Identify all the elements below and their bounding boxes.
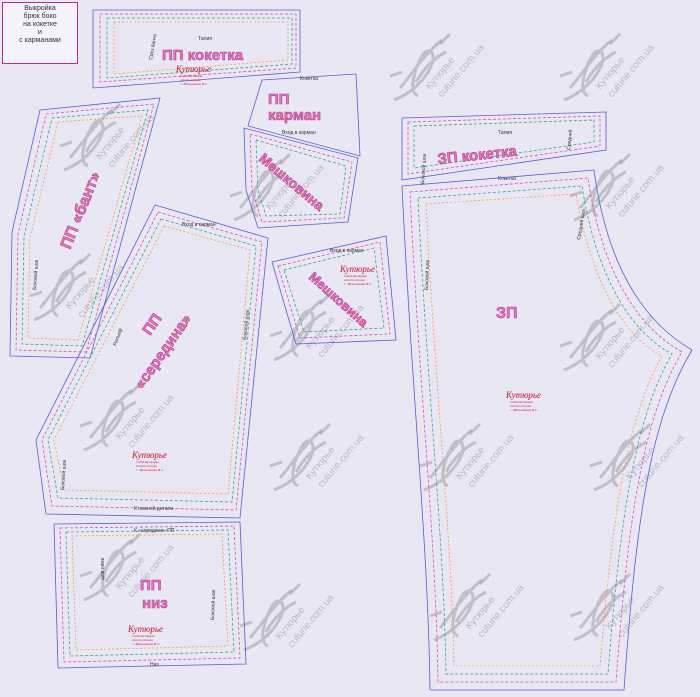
logo-text: Кутюрье [131,450,167,460]
logo-line: cuturie.com.ua [510,404,531,408]
logo-line: Сайт Кутюрье [180,73,203,78]
pp-seredina-label-left: Боковой шов [59,459,68,490]
logo-line: © Мельникова В.С. [344,281,372,286]
zp-title: ЗП [496,305,518,322]
note-line: Выкройка [24,5,56,12]
pp-bant-label: Боковой шов [31,259,40,290]
piece-zp-koketka: ЗП кокетка Талия Средний Кокетка Боковой… [401,111,607,184]
logo-line: Сайт Кутюрье [344,273,367,278]
zp-koketka-label-bottom: Кокетка [498,176,516,182]
pp-niz-label-top: К «середине» ПП [134,528,175,534]
piece-zp: ЗП Боковой шов Средний шов [401,169,693,691]
note-line: на кокетке [23,21,57,28]
piece-pp-karman: ПП карман Мешковина Кокетка Вход в карма… [243,73,361,229]
pp-bant-title: ПП «бант» [58,169,104,251]
logo-text: Кутюрье [505,390,541,400]
zp-label-left: Боковой шов [423,259,431,290]
note-line: и [38,29,42,36]
pp-seredina-label-entry: Вход в карман [182,222,216,228]
pp-niz-title-2: низ [142,595,168,612]
logo-line: © Мельникова В.С. [136,467,164,472]
logo-text: Кутюрье [175,64,211,74]
pp-niz-label-left: шов ниже [100,557,106,580]
meshkovina-label-entry: Вход в карман [330,248,364,254]
pp-karman-title-2: карман [268,107,321,124]
logo-line: Сайт Кутюрье [132,633,155,638]
logo-line: © Мельникова В.С. [180,81,208,86]
pp-niz-label-bottom: Низ [150,662,159,668]
logo-line: © Мельникова В.С. [510,407,538,412]
piece-pp-niz: ПП низ К «середине» ПП шов ниже Боковой … [53,521,247,669]
logo-line: cuturie.com.ua [180,78,201,82]
piece-pp-koketka: ПП кокетка Талия Срез банта [92,9,301,89]
pp-karman-title-1: ПП [268,91,290,108]
pp-seredina-label-side: Боковой шов [241,309,251,340]
note-line: с карманами [19,37,61,44]
logo-text: Кутюрье [127,624,163,634]
pattern-description-note: Выкройка брюк боко на кокетке и с карман… [2,2,78,64]
logo-line: cuturie.com.ua [344,278,365,282]
pp-koketka-label-top: Талия [198,36,212,42]
piece-meshkovina: Мешковина Вход в карман [271,235,397,345]
pp-niz-title-1: ПП [140,577,162,594]
logo-line: Сайт Кутюрье [510,399,533,404]
pp-niz-label-side: Боковой шов [209,589,217,620]
zp-koketka-label-left: Боковой шов [419,153,428,184]
logo-line: cuturie.com.ua [132,638,153,642]
logo-text: Кутюрье [339,264,375,274]
pp-karman-label-entry: Вход в карман [282,130,316,136]
zp-label-right: Средний шов [575,208,587,240]
logo-line: © Мельникова В.С. [132,641,160,646]
pp-seredina-label-relief: Рельеф [112,328,124,347]
zp-koketka-label-side: Средний [565,129,574,150]
pp-seredina-title-1: ПП [139,311,165,338]
zp-koketka-label-top: Талия [498,130,512,136]
pp-karman-label-top: Кокетка [300,76,318,82]
note-line: брюк боко [23,13,57,20]
logo-line: cuturie.com.ua [136,464,157,468]
pp-koketka-label-side: Срез банта [148,33,158,60]
logo-line: Сайт Кутюрье [136,459,159,464]
pp-seredina-label-bottom: К нижней детали [134,505,173,512]
pp-koketka-title: ПП кокетка [162,47,244,64]
